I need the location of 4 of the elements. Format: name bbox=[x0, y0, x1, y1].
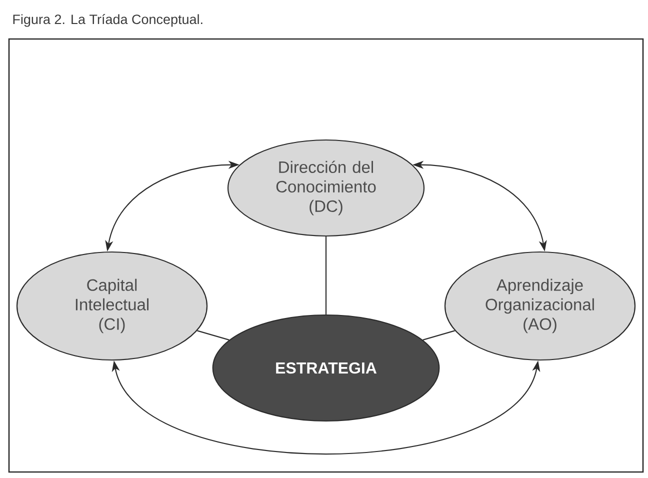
figure-title: Figura 2. La Tríada Conceptual. bbox=[13, 14, 202, 27]
connector-line bbox=[197, 330, 230, 340]
connector-line bbox=[422, 330, 455, 340]
connector-line bbox=[325, 236, 327, 314]
